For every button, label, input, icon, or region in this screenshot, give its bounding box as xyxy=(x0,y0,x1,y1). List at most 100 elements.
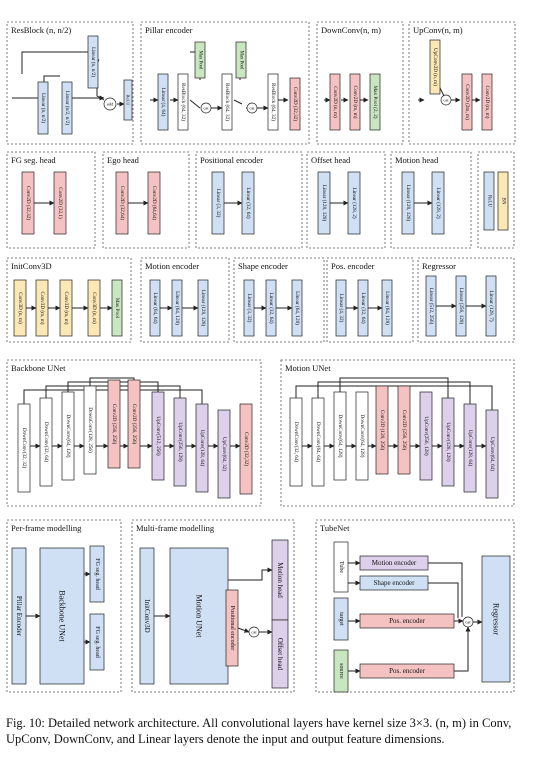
panel-title: Per-frame modelling xyxy=(11,523,82,533)
layer-label: FG seg. head xyxy=(94,626,100,658)
layer-downconv_32_64: DownConv(32, 64) xyxy=(39,397,53,487)
connector xyxy=(428,582,459,618)
layer-label: Linear (128, 128) xyxy=(321,185,328,222)
layer-box xyxy=(271,619,289,689)
layer-label: Motion head xyxy=(276,562,284,598)
layer-box xyxy=(243,279,255,337)
layer-box xyxy=(359,613,455,629)
op-circle xyxy=(246,102,258,114)
layer-label: Conv2D (2m, m) xyxy=(464,84,471,120)
layer-box xyxy=(217,409,231,499)
layer-label: Conv2D (32,1) xyxy=(57,187,64,219)
panel-border xyxy=(390,151,472,249)
layer-conv2d_64_64: Conv2D (64,64) xyxy=(147,171,161,235)
layer-label: UpConv(128, 64) xyxy=(199,430,206,467)
layer-box xyxy=(289,397,303,487)
layer-upconv_64_32: UpConv(64, 32) xyxy=(217,409,231,499)
figure-caption: Fig. 10: Detailed network architecture. … xyxy=(6,716,512,746)
layer-box xyxy=(359,663,455,679)
connector xyxy=(21,51,100,74)
layer-box xyxy=(195,403,209,493)
connector xyxy=(237,627,250,633)
layer-linear_3_32b: Linear (3, 32) xyxy=(243,279,255,337)
layer-label: DownConv(128, 256) xyxy=(87,407,94,453)
layer-label: Linear (n/2, n/2) xyxy=(64,91,71,125)
layer-label: Offset head xyxy=(276,638,284,671)
layer-conv2d_32_64: Conv2D (32,64) xyxy=(115,171,129,235)
layer-linear_128_7: Linear (128, 7) xyxy=(485,275,497,337)
layer-label: Pos. encoder xyxy=(389,667,425,675)
layer-linear_3_32: Linear (3, 32) xyxy=(211,171,225,235)
panel-border xyxy=(306,151,386,249)
layer-box xyxy=(123,79,133,121)
panel-border xyxy=(233,257,325,343)
op-label: add xyxy=(107,102,114,107)
layer-conv2d_128_256: Conv2D (128, 256) xyxy=(375,385,389,475)
layer-label: Conv2D (32,32) xyxy=(25,186,32,220)
panel-motionhead: Motion head xyxy=(390,151,472,249)
layer-box xyxy=(441,397,455,487)
layer-linear_64_128: Linear (64, 128) xyxy=(171,279,183,337)
layer-box xyxy=(17,403,31,493)
op-cat: cat xyxy=(200,102,212,114)
layer-label: target xyxy=(338,612,344,626)
panel-multiframe: Multi-frame modelling xyxy=(131,519,295,693)
layer-label: Max Pool (2, 2) xyxy=(372,86,379,119)
layer-conv2d_2m_m: Conv2D (2m, m) xyxy=(461,73,473,131)
layer-box xyxy=(429,39,441,95)
layer-label: Motion encoder xyxy=(372,559,417,567)
layer-target: target xyxy=(333,597,349,641)
layer-label: ResBlock (64, 32) xyxy=(180,83,187,121)
layer-box xyxy=(347,171,361,235)
panel-border xyxy=(6,519,122,693)
panel-title: Positional encoder xyxy=(200,155,263,165)
op-circle xyxy=(103,97,117,111)
layer-label: UpConv(512, 256) xyxy=(155,416,162,455)
panel-pillar: Pillar encoder xyxy=(140,21,310,145)
layer-conv2d_32_32: Conv2D (32,32) xyxy=(289,77,301,131)
layer-box xyxy=(329,73,341,131)
layer-box xyxy=(333,541,349,593)
layer-upconv_128_64: UpConv(128, 64) xyxy=(195,403,209,493)
layer-box xyxy=(35,279,49,337)
layer-box xyxy=(483,171,495,231)
layer-conv2d_m_m: Conv2D (m, m) xyxy=(481,73,493,131)
layer-max_pool_22: Max Pool (2, 2) xyxy=(369,73,381,131)
panel-title: Offset head xyxy=(311,155,351,165)
layer-box xyxy=(197,279,209,337)
panel-border xyxy=(140,257,230,343)
panel-title: Motion head xyxy=(395,155,439,165)
layer-box xyxy=(107,379,121,469)
layer-label: UpConv(256, 128) xyxy=(423,416,430,455)
layer-box xyxy=(359,575,429,591)
layer-pillar_encoder: Pillar Encoder xyxy=(11,547,27,685)
layer-box xyxy=(87,279,101,337)
panel-border xyxy=(280,359,515,507)
layer-box xyxy=(461,73,473,131)
layer-label: Linear (3, 32) xyxy=(215,189,222,218)
layer-box xyxy=(147,171,161,235)
layer-offset_head: Offset head xyxy=(271,619,289,689)
panel-shapeenc: Shape encoder xyxy=(233,257,325,343)
layer-downconv_128_256: DownConv(128, 256) xyxy=(83,385,97,475)
layer-box xyxy=(115,171,129,235)
panel-border xyxy=(408,21,516,145)
panel-regressor: Regressor xyxy=(417,257,515,343)
layer-box xyxy=(127,379,141,469)
layer-box xyxy=(359,555,429,571)
layer-box xyxy=(317,171,331,235)
layer-label: Linear (128, 128) xyxy=(200,290,207,327)
panel-border xyxy=(477,151,515,249)
layer-label: Linear (4, 32) xyxy=(338,294,345,323)
layer-label: Positional encoder xyxy=(229,606,235,651)
layer-label: Linear (128, 2) xyxy=(435,187,442,219)
layer-box xyxy=(239,403,253,495)
op-cat: cat xyxy=(462,616,474,628)
layer-box xyxy=(335,279,347,337)
layer-downconv_64_64: DownConv(64, 64) xyxy=(311,397,325,487)
layer-label: DownConv(64, 128) xyxy=(337,415,344,458)
layer-motion_unet: Motion UNet xyxy=(169,547,229,685)
layer-box xyxy=(401,171,415,235)
layer-label: DownConv(64, 128) xyxy=(65,415,72,458)
panel-border xyxy=(6,151,96,249)
